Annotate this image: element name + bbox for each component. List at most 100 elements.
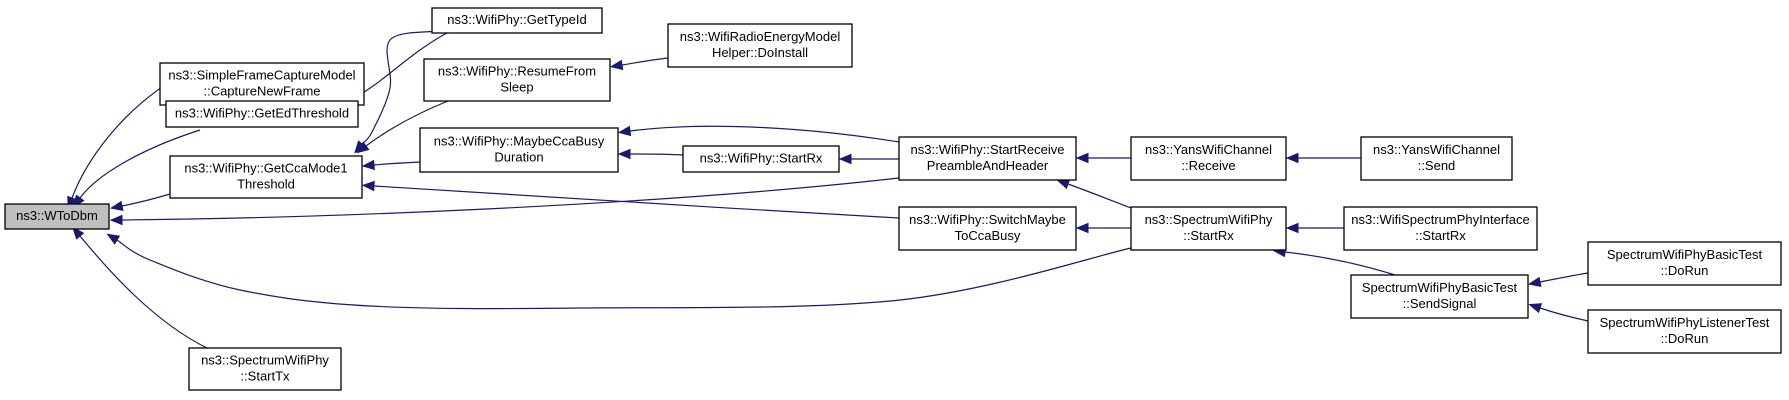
edge-line <box>361 30 439 145</box>
node-box <box>431 7 603 34</box>
nodes-layer: ns3::WToDbmns3::SimpleFrameCaptureModel:… <box>4 7 1782 391</box>
node-label-line: Duration <box>494 149 543 164</box>
node-label-line: Threshold <box>237 176 295 191</box>
node-wifiphy_startrx[interactable]: ns3::WifiPhy::StartRx <box>682 145 840 173</box>
arrowhead-icon <box>1075 152 1089 164</box>
node-box <box>419 127 619 173</box>
arrowhead-icon <box>1056 179 1071 190</box>
arrowhead-icon <box>356 141 370 154</box>
node-box <box>1350 274 1529 319</box>
node-box <box>165 100 359 128</box>
edge-line <box>121 177 900 221</box>
node-label-line: ::StartRx <box>1415 228 1466 243</box>
node-label-line: ns3::YansWifiChannel <box>1373 142 1500 157</box>
node-label-line: SpectrumWifiPhyBasicTest <box>1362 280 1518 295</box>
arrowhead-icon <box>1527 276 1542 288</box>
edge-line <box>79 235 208 349</box>
arrowhead-icon <box>361 180 375 192</box>
node-label-line: ns3::WifiPhy::StartReceive <box>911 142 1065 157</box>
node-listener_dorun[interactable]: SpectrumWifiPhyListenerTest::DoRun <box>1587 309 1782 354</box>
edge-line <box>373 161 421 166</box>
node-yans_send[interactable]: ns3::YansWifiChannel::Send <box>1360 136 1513 181</box>
node-label-line: ns3::WifiPhy::ResumeFrom <box>438 63 596 78</box>
node-box <box>169 155 363 199</box>
edge-line <box>1067 183 1132 209</box>
node-start_receive[interactable]: ns3::WifiPhy::StartReceivePreambleAndHea… <box>898 136 1077 181</box>
node-label-line: ns3::YansWifiChannel <box>1145 142 1272 157</box>
arrowhead-icon <box>109 214 123 226</box>
edge-line <box>1539 307 1589 322</box>
node-box <box>898 206 1077 251</box>
node-label-line: ns3::WifiRadioEnergyModel <box>680 29 841 44</box>
arrowhead-icon <box>1528 303 1543 314</box>
edge-resume_sleep-to-get_cca <box>356 100 449 154</box>
node-label-line: ::StartRx <box>1183 228 1234 243</box>
node-box <box>1587 309 1782 354</box>
node-radio_energy[interactable]: ns3::WifiRadioEnergyModelHelper::DoInsta… <box>667 23 853 68</box>
node-label-line: ns3::WifiSpectrumPhyInterface <box>1351 212 1529 227</box>
edge-line <box>373 185 900 219</box>
edge-line <box>121 193 171 207</box>
edge-wsp_interface-to-spectrum_startrx <box>1285 222 1344 234</box>
edge-line <box>365 100 449 147</box>
edge-line <box>621 57 669 66</box>
arrowhead-icon <box>106 233 121 245</box>
node-box <box>1343 206 1538 251</box>
node-label-line: ::CaptureNewFrame <box>203 83 320 98</box>
arrowhead-icon <box>1285 152 1299 164</box>
arrowhead-icon <box>72 226 85 240</box>
node-sfcm_capture[interactable]: ns3::SimpleFrameCaptureModel::CaptureNew… <box>159 62 365 106</box>
node-label-line: ::DoRun <box>1661 331 1709 346</box>
node-label-line: PreambleAndHeader <box>927 158 1049 173</box>
node-label-line: ::SendSignal <box>1403 296 1477 311</box>
node-label-line: ns3::WifiPhy::MaybeCcaBusy <box>434 133 605 148</box>
node-get_typeid[interactable]: ns3::WifiPhy::GetTypeId <box>431 7 603 34</box>
node-label-line: ns3::SpectrumWifiPhy <box>201 352 329 367</box>
node-get_ed[interactable]: ns3::WifiPhy::GetEdThreshold <box>165 100 359 128</box>
node-label-line: ::Send <box>1418 158 1456 173</box>
node-box <box>188 347 342 391</box>
edge-switch_maybe-to-get_cca <box>361 180 900 219</box>
edge-start_receive-to-wifiphy_startrx <box>838 153 899 165</box>
edge-line <box>1539 272 1589 283</box>
node-label-line: ::StartTx <box>240 368 290 383</box>
node-box <box>159 62 365 106</box>
arrowhead-icon <box>361 159 375 171</box>
node-label-line: SpectrumWifiPhyBasicTest <box>1607 247 1763 262</box>
node-label-line: ::Receive <box>1181 158 1235 173</box>
arrowhead-icon <box>609 59 624 71</box>
node-box <box>4 203 110 230</box>
node-yans_receive[interactable]: ns3::YansWifiChannel::Receive <box>1130 136 1287 181</box>
node-spectrum_startrx[interactable]: ns3::SpectrumWifiPhy::StartRx <box>1130 206 1287 251</box>
edge-spectrum_starttx-to-wtodbm <box>72 226 208 349</box>
edge-send_signal-to-spectrum_startrx <box>1272 246 1396 276</box>
node-box <box>1360 136 1513 181</box>
node-send_signal[interactable]: SpectrumWifiPhyBasicTest::SendSignal <box>1350 274 1529 319</box>
node-box <box>898 136 1077 181</box>
edge-get_cca-to-wtodbm <box>109 193 171 212</box>
node-basic_dorun[interactable]: SpectrumWifiPhyBasicTest::DoRun <box>1587 241 1782 286</box>
edge-yans_receive-to-start_receive <box>1075 152 1132 164</box>
node-label-line: ns3::SimpleFrameCaptureModel <box>168 67 355 82</box>
edge-line <box>629 125 900 143</box>
edge-spectrum_startrx-to-wtodbm <box>106 233 1132 310</box>
node-label-line: Helper::DoInstall <box>712 45 808 60</box>
node-label-line: ns3::WifiPhy::GetCcaMode1 <box>184 160 347 175</box>
node-label-line: ns3::SpectrumWifiPhy <box>1145 212 1273 227</box>
edge-spectrum_startrx-to-start_receive <box>1056 179 1132 209</box>
arrowhead-icon <box>617 125 632 137</box>
node-label-line: Sleep <box>500 79 533 94</box>
node-box <box>423 58 611 102</box>
node-box <box>1130 136 1287 181</box>
node-box <box>1130 206 1287 251</box>
edge-start_receive-to-maybe_cca <box>617 125 900 143</box>
node-wsp_interface[interactable]: ns3::WifiSpectrumPhyInterface::StartRx <box>1343 206 1538 251</box>
node-label-line: ::DoRun <box>1661 263 1709 278</box>
node-spectrum_starttx[interactable]: ns3::SpectrumWifiPhy::StartTx <box>188 347 342 391</box>
node-label-line: ns3::WifiPhy::StartRx <box>700 150 823 165</box>
arrowhead-icon <box>109 200 124 212</box>
